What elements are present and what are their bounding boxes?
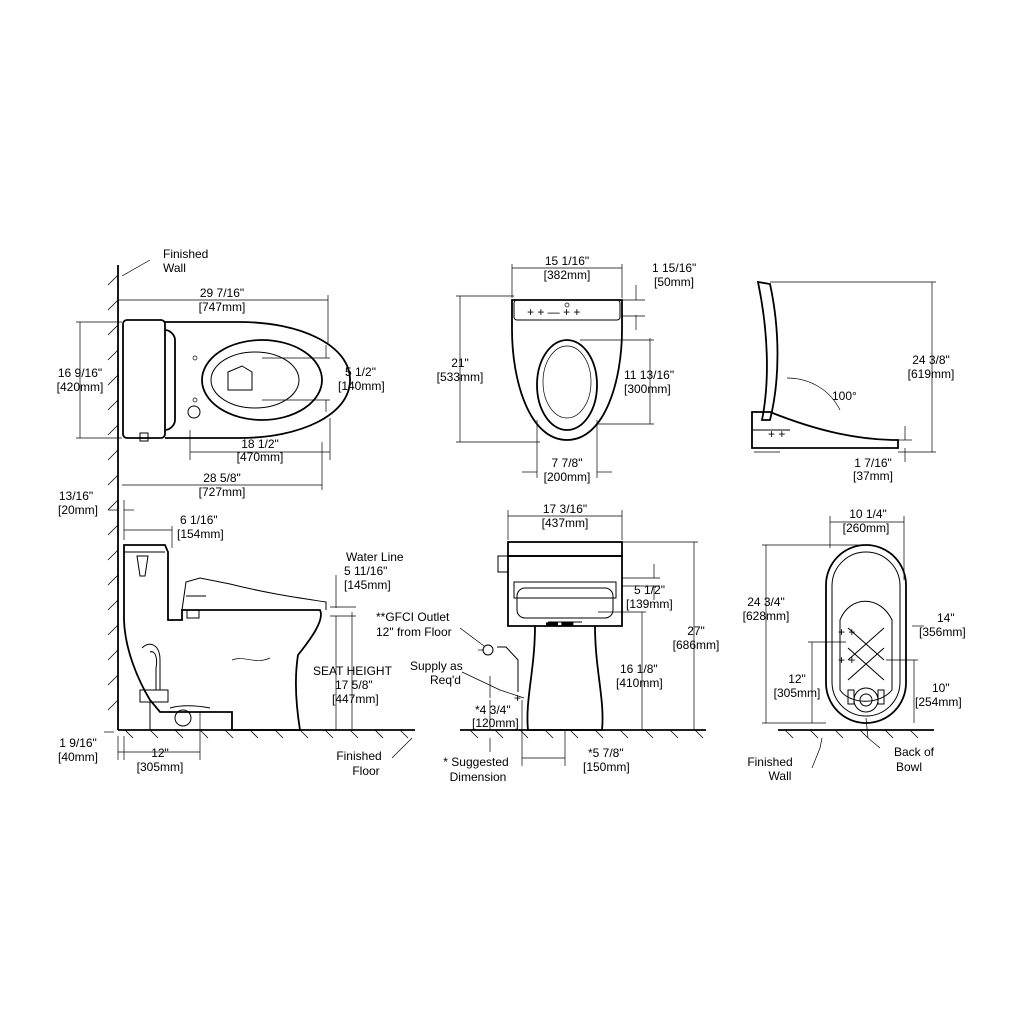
front-floor-hatch — [469, 729, 704, 739]
bottom-floor-hatch — [784, 729, 919, 739]
dim-5-7-8: *5 7/8" — [588, 746, 624, 760]
dim-447mm: [447mm] — [332, 692, 379, 706]
dim-139mm: [139mm] — [626, 597, 673, 611]
dim-1-15-16-seat: 1 15/16" — [652, 261, 696, 275]
dim-140mm: [140mm] — [338, 379, 385, 393]
dim-5-1-2-front: 5 1/2" — [634, 583, 665, 597]
bolt-marks: + + — [838, 625, 855, 639]
dim-17-5-8: 17 5/8" — [335, 678, 373, 692]
bottom-view: + + + + 10 1/4" [260mm] 24 3/4" [628mm] … — [743, 507, 966, 783]
seat-side-view: + + 100° 24 3/8" [619mm] 1 7/16" [37mm] — [751, 280, 955, 483]
dim-17-3-16: 17 3/16" — [543, 502, 587, 516]
finished-wall-bottom-label: Finished — [747, 755, 792, 769]
dim-20mm: [20mm] — [58, 503, 98, 517]
back-of-bowl-label: Back of — [894, 745, 935, 759]
dim-29-7-16: 29 7/16" — [200, 286, 244, 300]
front-indicator-marks: ▬ ▬ — [546, 615, 573, 629]
dim-254mm: [254mm] — [915, 695, 962, 709]
dim-1-9-16: 1 9/16" — [59, 736, 97, 750]
dim-305mm-bottom: [305mm] — [774, 686, 821, 700]
supply-label: Supply as — [410, 659, 463, 673]
finished-floor-label: Finished — [336, 749, 381, 763]
dim-727mm: [727mm] — [199, 485, 246, 499]
dim-1-7-16: 1 7/16" — [854, 456, 892, 470]
dim-28-5-8: 28 5/8" — [203, 471, 241, 485]
dim-628mm: [628mm] — [743, 609, 790, 623]
dim-13-16: 13/16" — [59, 489, 93, 503]
dim-10-1-4: 10 1/4" — [849, 507, 887, 521]
floor-hatch — [124, 729, 409, 739]
gfci-label: **GFCI Outlet — [376, 610, 450, 624]
front-view: ▬ ▬ 17 3/16" [437mm] **GFCI Outlet 12" f… — [376, 502, 719, 784]
finished-wall-bottom-label-2: Wall — [769, 769, 792, 783]
dim-24-3-8: 24 3/8" — [912, 353, 950, 367]
seat-height-label: SEAT HEIGHT — [313, 664, 393, 678]
seat-top-view: + + — + + 15 1/16" [382mm] 1 15/16" [50m… — [437, 254, 697, 484]
dim-15-1-16: 15 1/16" — [545, 254, 589, 268]
dim-12-side: 12" — [151, 746, 169, 760]
dim-150mm: [150mm] — [583, 760, 630, 774]
suggested-label: * Suggested — [443, 755, 508, 769]
bolt-marks-2: + + — [838, 653, 855, 667]
dim-16-1-8: 16 1/8" — [620, 662, 658, 676]
dim-14: 14" — [937, 611, 955, 625]
dim-300mm: [300mm] — [624, 382, 671, 396]
dim-18-1-2: 18 1/2" — [241, 437, 279, 451]
dim-437mm: [437mm] — [542, 516, 589, 530]
supply-valve-mark: + — [514, 691, 521, 705]
dim-382mm: [382mm] — [544, 268, 591, 282]
dim-420mm: [420mm] — [57, 380, 104, 394]
back-of-bowl-label-2: Bowl — [896, 760, 922, 774]
dim-12-bottom: 12" — [788, 672, 806, 686]
dim-16-9-16: 16 9/16" — [58, 366, 102, 380]
dim-356mm: [356mm] — [919, 625, 966, 639]
top-view: Finished Wall 29 7/16" [747mm] 16 9/16" … — [57, 247, 385, 730]
dim-10: 10" — [932, 681, 950, 695]
dim-686mm: [686mm] — [673, 638, 720, 652]
side-view: 13/16" [20mm] 6 1/16" [154mm] Water Line… — [58, 489, 415, 778]
dim-533mm: [533mm] — [437, 370, 484, 384]
dim-619mm: [619mm] — [908, 367, 955, 381]
dim-120mm: [120mm] — [472, 716, 519, 730]
dim-410mm: [410mm] — [616, 676, 663, 690]
dim-11-13-16: 11 13/16" — [624, 368, 674, 382]
water-line-label: Water Line — [346, 550, 404, 564]
wall-hatch — [107, 274, 119, 711]
dim-27: 27" — [687, 624, 705, 638]
dim-154mm: [154mm] — [177, 527, 224, 541]
dim-24-3-4: 24 3/4" — [747, 595, 785, 609]
suggested-label-2: Dimension — [450, 770, 507, 784]
dim-4-3-4: *4 3/4" — [475, 703, 511, 717]
dim-50mm: [50mm] — [654, 275, 694, 289]
dim-40mm: [40mm] — [58, 750, 98, 764]
dim-21: 21" — [451, 356, 469, 370]
finished-floor-label-2: Floor — [352, 764, 379, 778]
dim-37mm: [37mm] — [853, 469, 893, 483]
dim-6-1-16: 6 1/16" — [180, 513, 218, 527]
dim-5-11-16: 5 11/16" — [344, 564, 387, 578]
dim-260mm: [260mm] — [843, 521, 890, 535]
dim-470mm: [470mm] — [237, 450, 284, 464]
finished-wall-label: Finished — [163, 247, 208, 261]
seat-control-marks: + + — + + — [527, 305, 580, 319]
dim-145mm: [145mm] — [344, 578, 391, 592]
dim-200mm: [200mm] — [544, 470, 591, 484]
seat-hinge-marks: + + — [768, 427, 785, 441]
supply-label-2: Req'd — [430, 673, 461, 687]
dim-7-7-8: 7 7/8" — [552, 456, 583, 470]
dim-747mm: [747mm] — [199, 300, 246, 314]
gfci-height-label: 12" from Floor — [376, 625, 452, 639]
angle-100: 100° — [832, 389, 857, 403]
dim-5-1-2-top: 5 1/2" — [345, 365, 376, 379]
finished-wall-label-2: Wall — [163, 261, 186, 275]
dim-305mm-side: [305mm] — [137, 760, 184, 774]
